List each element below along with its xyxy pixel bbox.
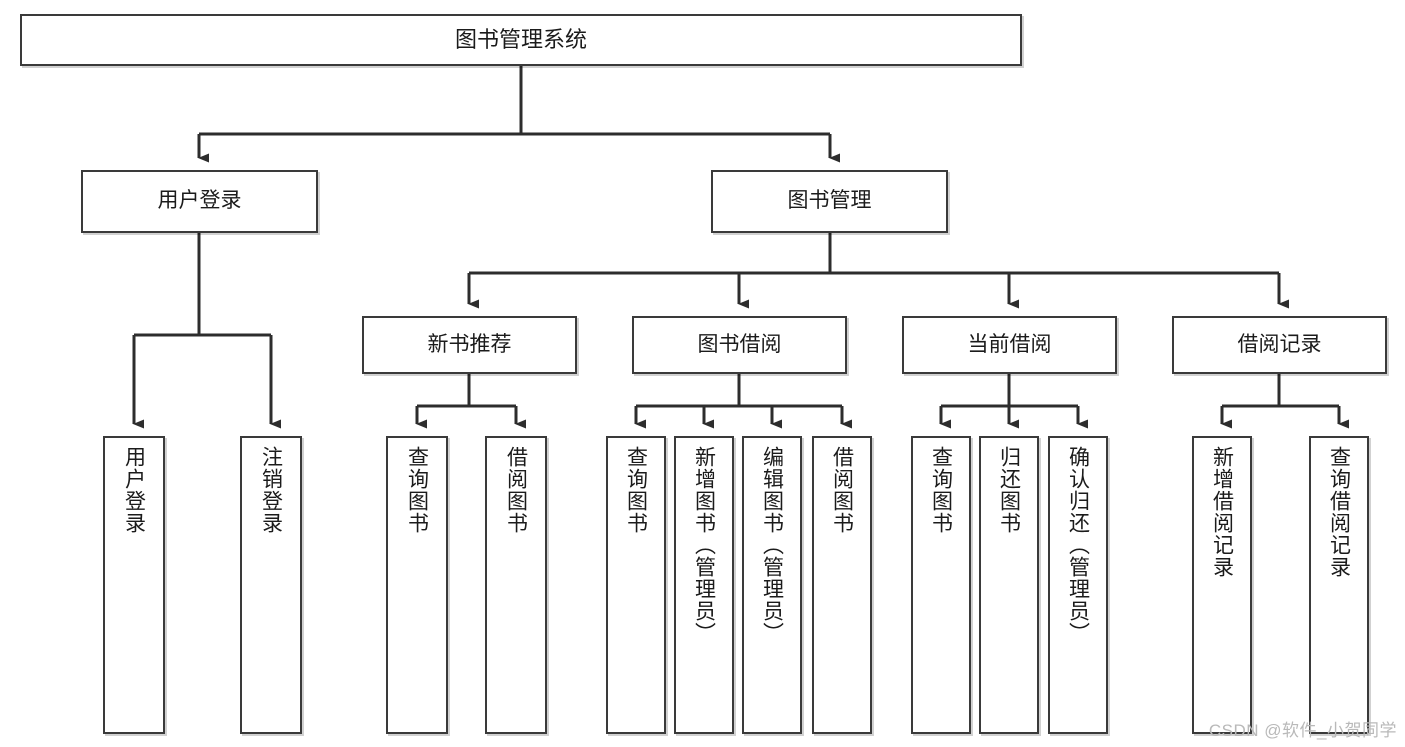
node-label: 新增借阅记录 [1210,446,1234,578]
node-label: 编辑图书（管理员） [760,446,784,644]
node-label: 新书推荐 [427,332,512,356]
node-label: 借阅图书 [504,446,528,534]
node-label: 图书管理系统 [454,27,587,53]
node-borrow-record[interactable]: 借阅记录 [1172,316,1387,374]
node-leaf-user-login[interactable]: 用户登录 [103,436,165,734]
node-leaf-query-borrow-record[interactable]: 查询借阅记录 [1309,436,1369,734]
node-root-book-management-system[interactable]: 图书管理系统 [20,14,1022,66]
node-leaf-user-logout[interactable]: 注销登录 [240,436,302,734]
node-leaf-borrow-book-new-book[interactable]: 借阅图书 [485,436,547,734]
node-leaf-add-borrow-record[interactable]: 新增借阅记录 [1192,436,1252,734]
node-new-book-recommend[interactable]: 新书推荐 [362,316,577,374]
node-book-borrow[interactable]: 图书借阅 [632,316,847,374]
node-label: 确认归还（管理员） [1066,446,1090,644]
node-label: 新增图书（管理员） [692,446,716,644]
node-leaf-query-book-borrow[interactable]: 查询图书 [606,436,666,734]
node-label: 用户登录 [157,189,242,213]
node-book-management[interactable]: 图书管理 [711,170,948,233]
node-label: 借阅记录 [1237,332,1322,356]
node-label: 注销登录 [259,446,283,534]
node-label: 查询图书 [624,446,648,534]
node-leaf-confirm-return-admin[interactable]: 确认归还（管理员） [1048,436,1108,734]
node-leaf-return-book[interactable]: 归还图书 [979,436,1039,734]
node-label: 当前借阅 [967,332,1052,356]
node-label: 借阅图书 [830,446,854,534]
watermark-text: CSDN @软件_小贺同学 [1208,721,1397,740]
node-leaf-borrow-book-borrow[interactable]: 借阅图书 [812,436,872,734]
node-label: 查询借阅记录 [1327,446,1351,578]
node-leaf-edit-book-admin[interactable]: 编辑图书（管理员） [742,436,802,734]
node-leaf-query-book-new-book[interactable]: 查询图书 [386,436,448,734]
node-label: 查询图书 [929,446,953,534]
node-label: 归还图书 [997,446,1021,534]
node-user-login[interactable]: 用户登录 [81,170,318,233]
node-leaf-add-book-admin[interactable]: 新增图书（管理员） [674,436,734,734]
node-label: 图书管理 [787,189,872,213]
node-leaf-query-book-current[interactable]: 查询图书 [911,436,971,734]
node-label: 用户登录 [122,446,146,534]
node-label: 图书借阅 [697,332,782,356]
node-current-borrow[interactable]: 当前借阅 [902,316,1117,374]
node-label: 查询图书 [405,446,429,534]
